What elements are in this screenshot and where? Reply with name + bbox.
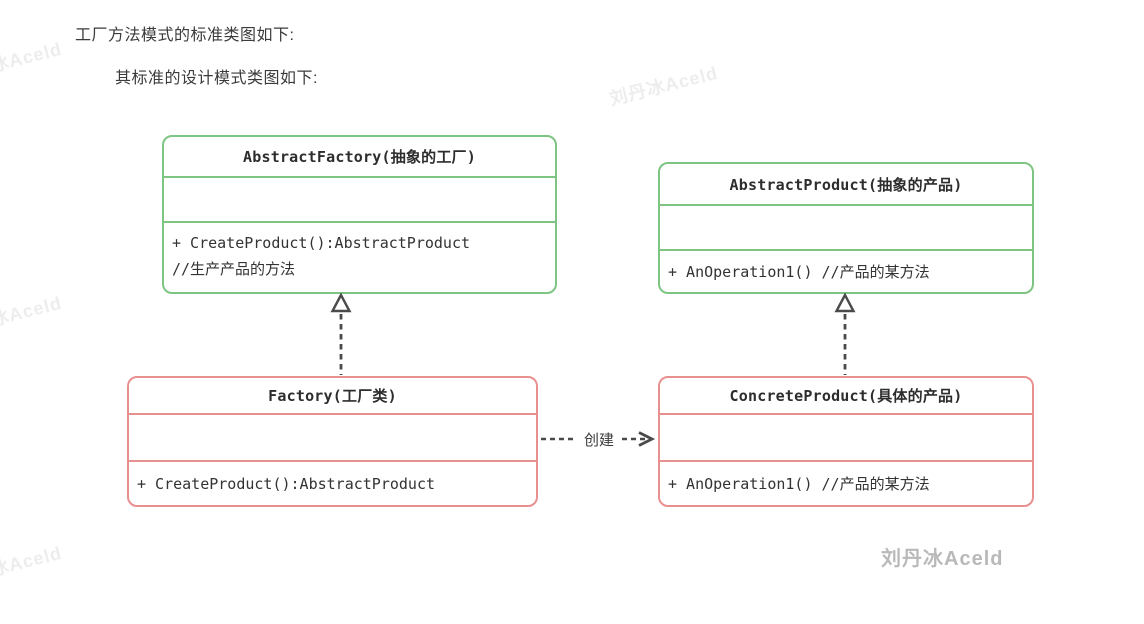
class-title: AbstractFactory(抽象的工厂) — [164, 137, 555, 178]
method-text: + AnOperation1() //产品的某方法 — [668, 262, 930, 281]
dependency-arrowhead-icon — [638, 431, 656, 447]
class-title: Factory(工厂类) — [129, 378, 536, 415]
class-methods-section: + AnOperation1() //产品的某方法 — [660, 462, 1032, 505]
class-box-concrete-product: ConcreteProduct(具体的产品) + AnOperation1() … — [658, 376, 1034, 507]
class-attributes-empty — [660, 415, 1032, 462]
inheritance-triangle-icon — [834, 292, 856, 313]
watermark-text: 刘丹冰Aceld — [607, 62, 721, 110]
create-relation-label: 创建 — [583, 432, 614, 449]
watermark-text: 刘丹冰Aceld — [0, 542, 65, 590]
realization-arrow-factory-to-abstract-factory — [330, 292, 352, 375]
class-box-abstract-factory: AbstractFactory(抽象的工厂) + CreateProduct()… — [162, 135, 557, 294]
method-text: + CreateProduct():AbstractProduct — [172, 234, 471, 252]
class-title: AbstractProduct(抽象的产品) — [660, 164, 1032, 206]
class-box-abstract-product: AbstractProduct(抽象的产品) + AnOperation1() … — [658, 162, 1034, 294]
class-title: ConcreteProduct(具体的产品) — [660, 378, 1032, 415]
realization-arrow-concrete-to-abstract-product — [834, 292, 856, 375]
watermark-text: 刘丹冰Aceld — [0, 38, 65, 86]
method-text: + CreateProduct():AbstractProduct — [137, 474, 436, 493]
author-signature: 刘丹冰Aceld — [881, 548, 1004, 570]
class-attributes-empty — [129, 415, 536, 462]
watermark-text: 刘丹冰Aceld — [0, 292, 65, 340]
inheritance-triangle-icon — [330, 292, 352, 313]
class-methods-section: + CreateProduct():AbstractProduct — [129, 462, 536, 505]
heading-line-2: 其标准的设计模式类图如下: — [115, 70, 318, 87]
method-text: + AnOperation1() //产品的某方法 — [668, 474, 930, 493]
class-attributes-empty — [164, 178, 555, 223]
heading-line-1: 工厂方法模式的标准类图如下: — [75, 27, 295, 44]
class-attributes-empty — [660, 206, 1032, 251]
class-methods-section: + CreateProduct():AbstractProduct //生产产品… — [164, 223, 555, 292]
class-box-factory: Factory(工厂类) + CreateProduct():AbstractP… — [127, 376, 538, 507]
class-methods-section: + AnOperation1() //产品的某方法 — [660, 251, 1032, 292]
method-comment: //生产产品的方法 — [172, 260, 296, 278]
